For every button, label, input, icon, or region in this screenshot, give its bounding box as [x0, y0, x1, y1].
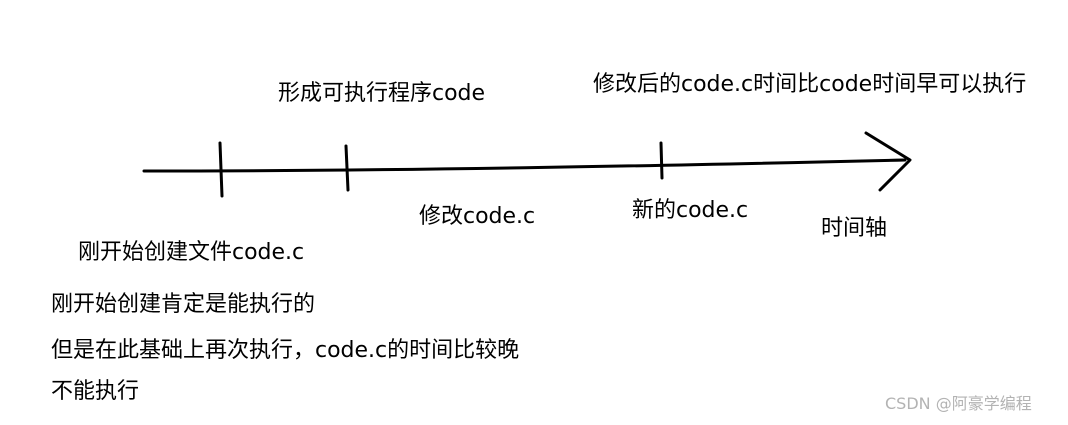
tick-modify — [659, 141, 664, 180]
label-create-file: 刚开始创建文件code.c — [78, 240, 305, 265]
label-modified-compare: 修改后的code.c时间比code时间早可以执行 — [593, 72, 1027, 97]
label-timeline: 时间轴 — [821, 216, 888, 241]
note-line-1: 刚开始创建肯定是能执行的 — [51, 292, 316, 317]
note-line-3: 不能执行 — [51, 379, 140, 404]
label-form-executable: 形成可执行程序code — [278, 81, 486, 106]
timeline-axis — [142, 158, 907, 173]
label-new-code: 新的code.c — [632, 198, 749, 223]
watermark: CSDN @阿豪学编程 — [885, 394, 1032, 413]
note-line-2: 但是在此基础上再次执行，code.c的时间比较晚 — [51, 338, 520, 363]
tick-create — [218, 141, 224, 198]
label-modify-code: 修改code.c — [419, 204, 536, 229]
tick-compile — [344, 144, 350, 192]
arrow-head — [864, 131, 912, 192]
